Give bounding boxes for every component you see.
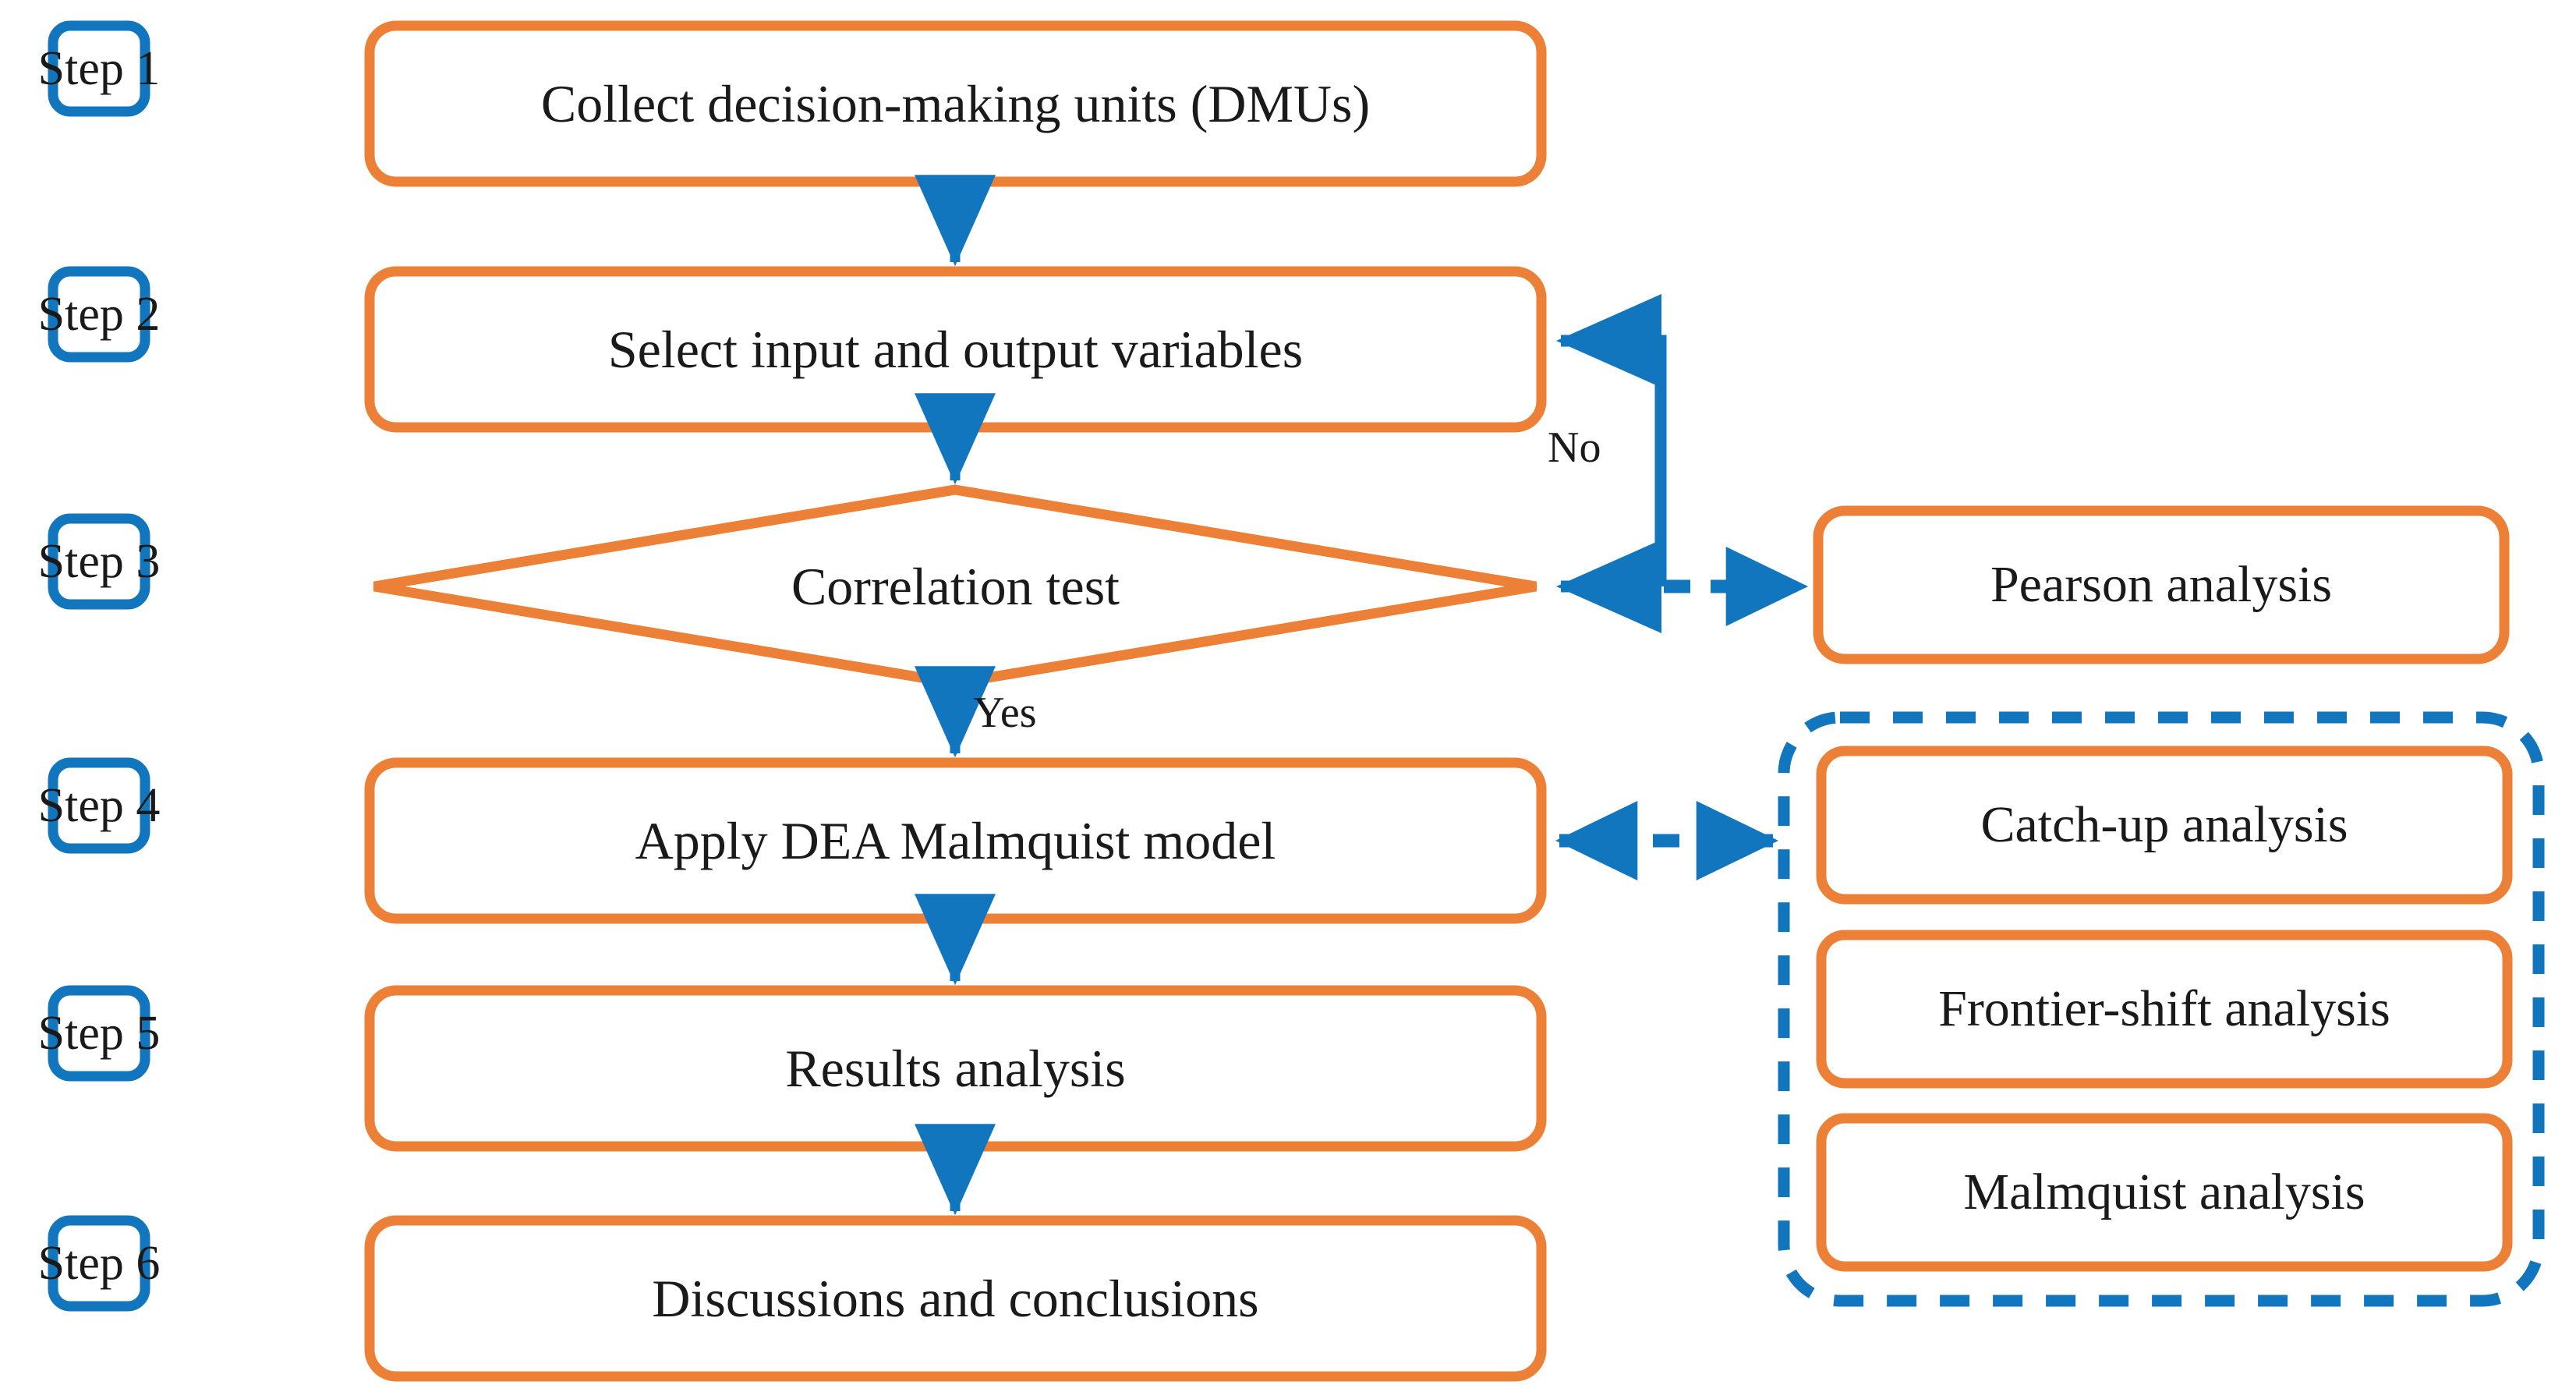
connector-group <box>915 175 1809 1216</box>
step-box-2[interactable] <box>48 266 150 363</box>
decision-diamond-correlation[interactable] <box>373 484 1537 689</box>
process-box-select-vars[interactable] <box>364 266 1547 433</box>
step-box-4[interactable] <box>48 757 150 854</box>
step-box-6[interactable] <box>48 1215 150 1312</box>
process-box-apply-dea[interactable] <box>364 757 1547 924</box>
side-box-group <box>1813 505 2513 1272</box>
side-box-frontier-shift[interactable] <box>1816 930 2513 1089</box>
step-box-1[interactable] <box>48 20 150 117</box>
process-box-collect-dmus[interactable] <box>364 20 1547 187</box>
step-box-group <box>48 20 150 1312</box>
step-box-3[interactable] <box>48 513 150 610</box>
side-box-pearson[interactable] <box>1813 505 2510 664</box>
process-box-group <box>364 20 1547 1382</box>
side-box-malmquist[interactable] <box>1816 1113 2513 1272</box>
analysis-group-container <box>1778 711 2545 1307</box>
side-box-catch-up[interactable] <box>1816 746 2513 905</box>
step-box-5[interactable] <box>48 985 150 1082</box>
process-box-discussions[interactable] <box>364 1215 1547 1382</box>
process-box-results[interactable] <box>364 985 1547 1152</box>
connector-correlation-no-loop <box>1556 294 1667 586</box>
